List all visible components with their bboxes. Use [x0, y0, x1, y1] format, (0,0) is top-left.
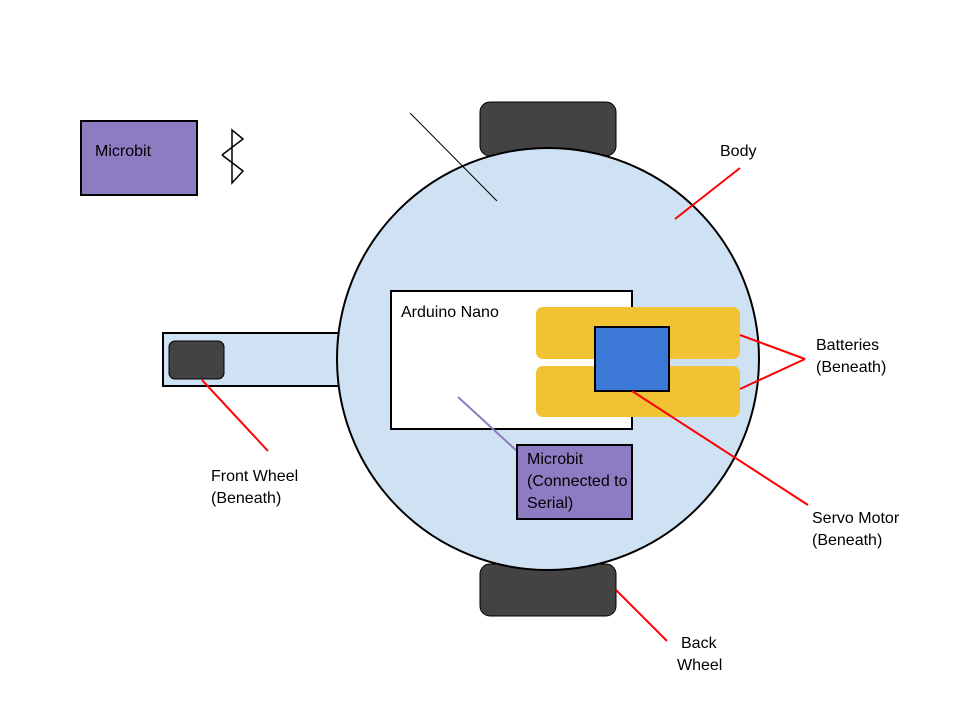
servo-callout [631, 390, 809, 506]
batteries-callout-top [739, 334, 806, 360]
arduino-nano-label: Arduino Nano [401, 304, 499, 321]
back-wheel-label-line-1: Back [681, 635, 718, 652]
front-wheel [168, 340, 225, 380]
body-label: Body [720, 143, 756, 160]
batteries-label-line-1: Batteries [816, 337, 879, 354]
onboard-microbit-line-2: (Connected to [527, 473, 628, 490]
back-wheel-label: Back Wheel [677, 635, 722, 674]
servo-label-line-2: (Beneath) [812, 532, 882, 549]
front-wheel-label: Front Wheel (Beneath) [211, 468, 303, 507]
front-wheel-label-line-1: Front Wheel [211, 468, 298, 485]
back-wheel-callout [615, 589, 668, 642]
body-callout [674, 167, 741, 220]
servo-label-line-1: Servo Motor [812, 510, 900, 527]
serial-connection-line [457, 396, 519, 453]
batteries-label: Batteries (Beneath) [816, 337, 886, 376]
back-wheel [479, 563, 617, 617]
front-wheel-label-line-2: (Beneath) [211, 490, 281, 507]
remote-microbit-box [80, 120, 198, 196]
batteries-label-line-2: (Beneath) [816, 359, 886, 376]
onboard-microbit-line-1: Microbit [527, 451, 584, 468]
antenna-line [409, 112, 498, 202]
servo-motor [594, 326, 670, 392]
onboard-microbit-label: Microbit (Connected to Serial) [527, 451, 632, 512]
servo-label: Servo Motor (Beneath) [812, 510, 904, 549]
onboard-microbit-line-3: Serial) [527, 495, 573, 512]
back-wheel-label-line-2: Wheel [677, 657, 722, 674]
remote-microbit-label: Microbit [95, 143, 152, 160]
onboard-microbit-box [516, 444, 633, 520]
bluetooth-icon [221, 128, 245, 185]
front-wheel-callout [201, 379, 269, 452]
batteries-callout-bottom [739, 358, 806, 390]
